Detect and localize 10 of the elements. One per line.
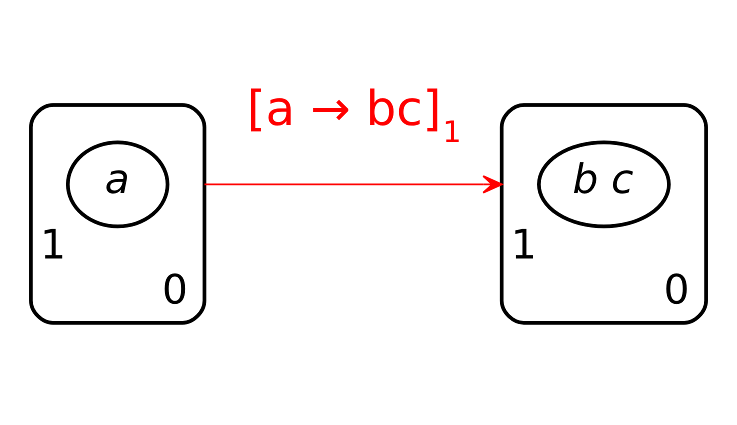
cluster xyxy=(29,102,206,324)
node-ellipse: b c xyxy=(537,140,671,228)
node-label: 0 xyxy=(664,265,690,314)
node-label: 1 xyxy=(510,220,537,268)
node-label: 1 xyxy=(40,220,66,268)
cluster xyxy=(500,102,708,324)
node-label: 0 xyxy=(162,265,188,314)
edge-label: [a → bc]$_{1}$ xyxy=(246,80,462,148)
arrow xyxy=(204,174,503,194)
node-ellipse: a xyxy=(66,140,170,228)
